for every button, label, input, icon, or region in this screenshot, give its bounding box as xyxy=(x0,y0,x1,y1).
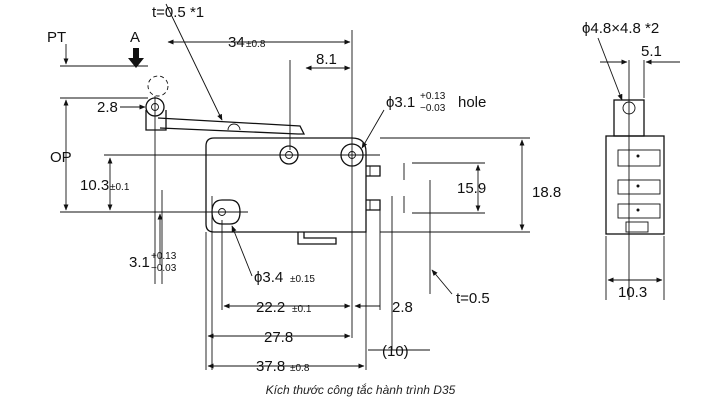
label-37-8: 37.8 xyxy=(256,358,285,375)
side-view xyxy=(597,37,680,300)
label-phi-3-4: ϕ3.4 xyxy=(254,269,283,286)
label-t-0-5: t=0.5 xyxy=(456,290,490,307)
label-27-8: 27.8 xyxy=(264,329,293,346)
figure-caption: Kích thước công tắc hành trình D35 xyxy=(265,383,456,397)
switch-body xyxy=(157,117,405,245)
label-hole-phi: ϕ3.1 xyxy=(386,94,415,111)
label-2-8: 2.8 xyxy=(97,99,118,116)
label-a: A xyxy=(130,29,140,46)
label-t-top: t=0.5 *1 xyxy=(152,4,204,21)
label-22-2-tol: ±0.1 xyxy=(292,304,312,315)
label-3-1: 3.1 xyxy=(129,254,150,271)
label-hole-tol-dn: −0.03 xyxy=(420,103,446,114)
label-37-8-tol: ±0.8 xyxy=(290,363,310,374)
label-5-1: 5.1 xyxy=(641,43,662,60)
label-34-tol: ±0.8 xyxy=(246,39,266,50)
label-8-1: 8.1 xyxy=(316,51,337,68)
force-arrow-icon xyxy=(128,48,144,68)
label-op: OP xyxy=(50,149,72,166)
label-roller-dim: ϕ4.8×4.8 *2 xyxy=(582,20,659,37)
label-side-10-3: 10.3 xyxy=(618,284,647,301)
roller-free-position xyxy=(147,75,169,97)
label-10-paren: (10) xyxy=(382,343,409,360)
label-3-1-tol-up: +0.13 xyxy=(151,251,177,262)
label-10-3: 10.3 xyxy=(80,177,109,194)
label-3-1-tol-dn: −0.03 xyxy=(151,263,177,274)
roller xyxy=(145,97,167,131)
label-34: 34 xyxy=(228,34,245,51)
label-18-8: 18.8 xyxy=(532,184,561,201)
label-phi-3-4-tol: ±0.15 xyxy=(290,274,315,285)
label-15-9: 15.9 xyxy=(457,180,486,197)
label-22-2: 22.2 xyxy=(256,299,285,316)
label-pt: PT xyxy=(47,29,66,46)
label-10-3-tol: ±0.1 xyxy=(110,182,130,193)
dimension-lines xyxy=(63,3,525,369)
label-2-8-bottom: 2.8 xyxy=(392,299,413,316)
label-hole-tol-up: +0.13 xyxy=(420,91,446,102)
center-lines xyxy=(60,30,530,370)
label-hole-word: hole xyxy=(458,94,486,111)
